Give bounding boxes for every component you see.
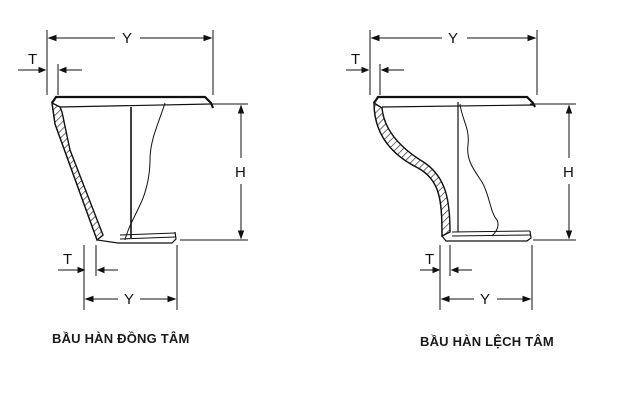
- concentric-reducer-figure: [18, 30, 248, 310]
- concentric-top-thickness-dimension: [18, 64, 82, 95]
- concentric-top-width-label: Y: [122, 30, 132, 47]
- eccentric-top-thickness-dimension: [346, 64, 404, 95]
- concentric-top-width-dimension: [46, 30, 214, 95]
- concentric-height-dimension: [180, 103, 248, 241]
- eccentric-bottom-width-label: Y: [480, 291, 490, 308]
- concentric-height-label: H: [235, 164, 246, 181]
- eccentric-top-width-dimension: [369, 30, 538, 95]
- eccentric-height-label: H: [563, 164, 574, 181]
- concentric-reducer-body: [51, 95, 215, 244]
- concentric-reducer-caption: BẦU HÀN ĐỒNG TÂM: [52, 331, 190, 346]
- eccentric-reducer-caption: BẦU HÀN LỆCH TÂM: [420, 334, 554, 349]
- eccentric-bottom-thickness-label: T: [425, 251, 434, 268]
- eccentric-height-dimension: [530, 103, 576, 241]
- concentric-bottom-width-label: Y: [124, 291, 134, 308]
- concentric-top-thickness-label: T: [28, 51, 37, 68]
- eccentric-reducer-figure: [346, 30, 576, 310]
- eccentric-top-width-label: Y: [448, 30, 458, 47]
- concentric-bottom-thickness-dimension: [58, 245, 118, 276]
- eccentric-top-thickness-label: T: [351, 51, 360, 68]
- eccentric-bottom-thickness-dimension: [420, 245, 472, 276]
- concentric-bottom-thickness-label: T: [63, 251, 72, 268]
- eccentric-reducer-body: [373, 95, 536, 242]
- eccentric-bottom-width-dimension: [439, 245, 533, 310]
- concentric-bottom-width-dimension: [83, 245, 178, 310]
